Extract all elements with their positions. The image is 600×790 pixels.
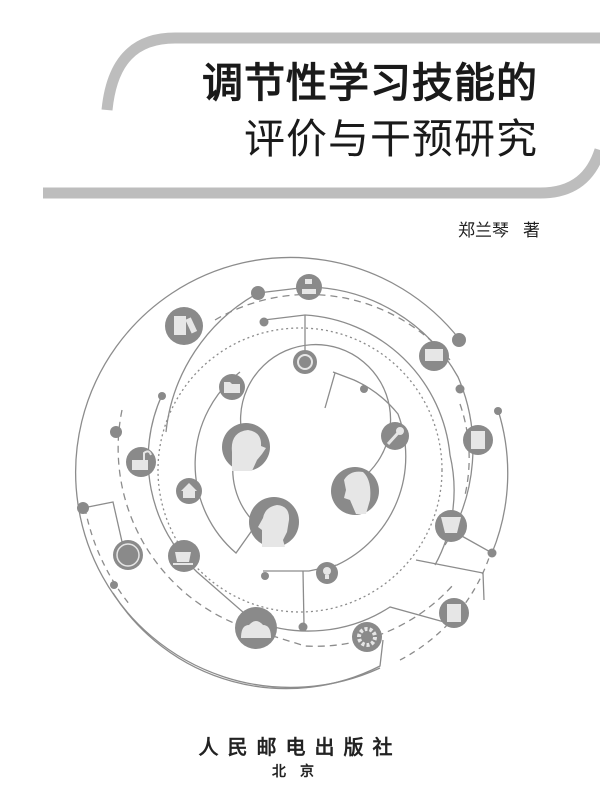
lock-icon	[126, 447, 156, 477]
gear-icon	[352, 622, 382, 652]
network-diagram	[75, 256, 509, 690]
key-icon	[381, 422, 409, 450]
book-title-line-1: 调节性学习技能的	[202, 59, 538, 107]
author-name: 郑兰琴	[458, 221, 509, 241]
home-icon	[176, 478, 202, 504]
clock-icon	[293, 350, 317, 374]
book-title-line-2: 评价与干预研究	[244, 115, 538, 163]
org-chart-icon	[296, 274, 322, 300]
folder-icon	[219, 374, 245, 400]
trash-basket-icon	[435, 510, 467, 542]
wall-clock-icon	[113, 540, 143, 570]
title-frame-bands	[43, 32, 600, 199]
person-head-icon	[331, 467, 379, 515]
publisher-name: 人民邮电出版社	[198, 735, 402, 759]
publisher-city: 北京	[272, 764, 328, 780]
printer-icon	[419, 341, 449, 371]
calculator-icon	[439, 598, 469, 628]
author-role: 著	[523, 221, 540, 241]
person-head-icon	[222, 423, 270, 471]
lightbulb-icon	[316, 562, 338, 584]
group-icon	[235, 607, 277, 649]
coffee-cup-icon	[168, 540, 200, 572]
folders-icon	[165, 307, 203, 345]
document-icon	[463, 425, 493, 455]
person-head-icon	[249, 497, 299, 547]
author-line: 郑兰琴著	[400, 216, 540, 241]
